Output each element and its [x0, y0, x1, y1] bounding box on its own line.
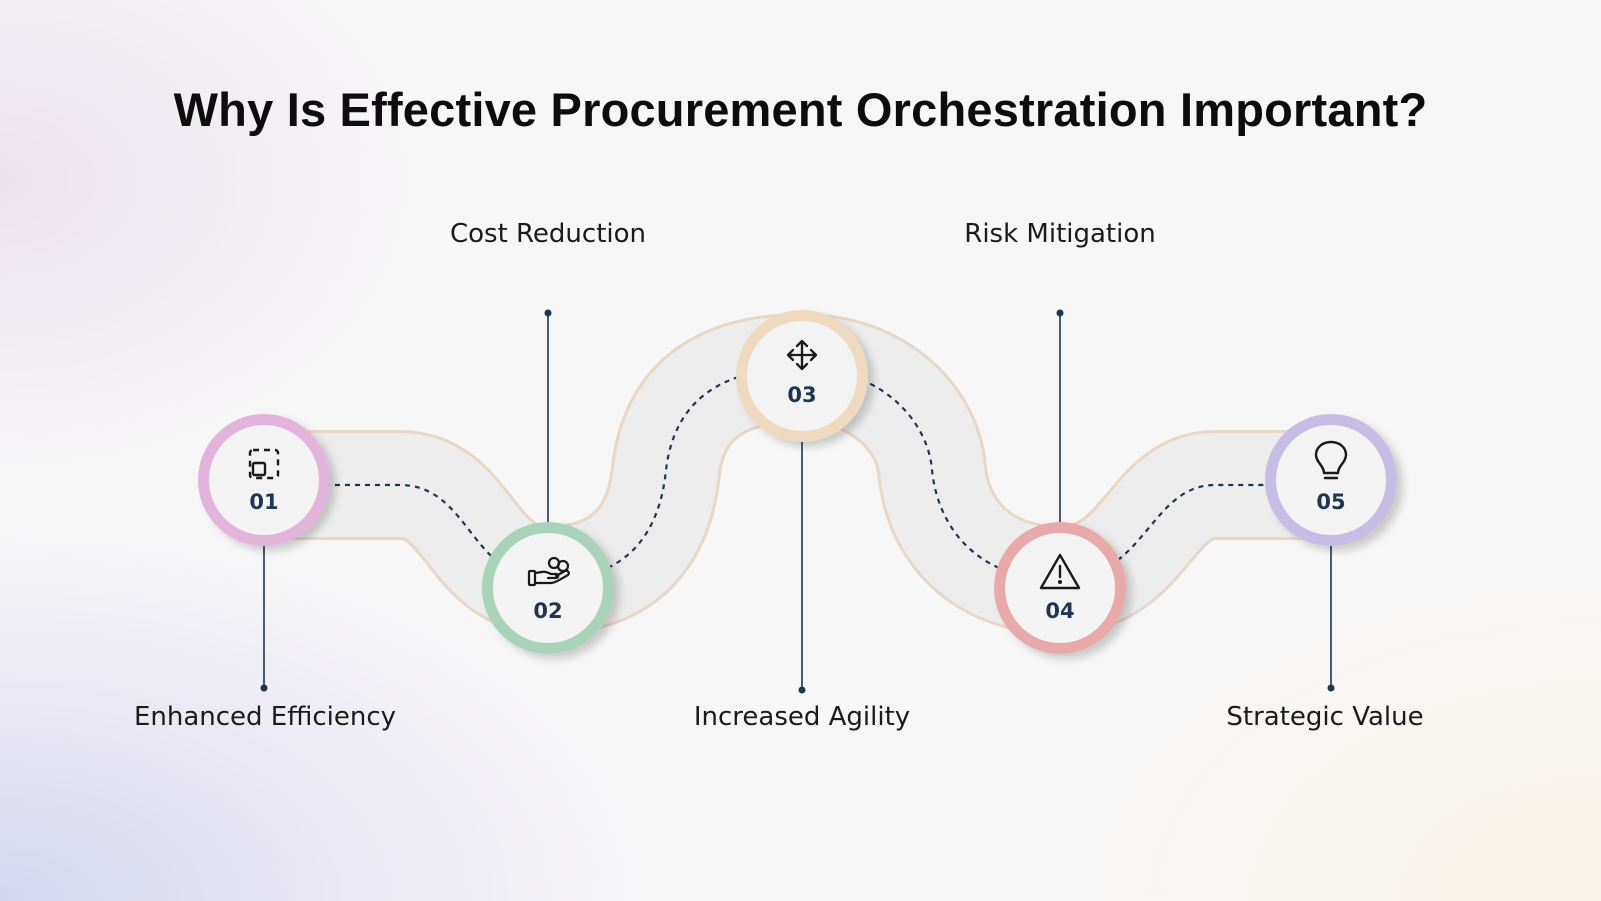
step-number-03: 03: [787, 383, 816, 407]
connector-03: [798, 417, 806, 694]
step-label-04: Risk Mitigation: [964, 219, 1156, 249]
step-face-02: [493, 533, 603, 643]
step-face-03: [747, 321, 857, 431]
step-face-01: [209, 425, 319, 535]
step-face-05: [1276, 425, 1386, 535]
step-number-02: 02: [533, 599, 562, 623]
four-way-arrows-icon: [786, 339, 818, 371]
hand-with-coins-icon: [527, 556, 570, 587]
step-node-05: [1265, 414, 1397, 546]
step-label-01: Enhanced Efficiency: [133, 702, 397, 732]
connector-02: [544, 309, 552, 542]
page-title: Why Is Effective Procurement Orchestrati…: [173, 83, 1428, 136]
connector-04: [1056, 309, 1064, 542]
connector-01: [260, 526, 268, 692]
step-label-02: Cost Reduction: [449, 219, 647, 249]
step-number-05: 05: [1316, 490, 1345, 514]
step-node-01: [198, 414, 330, 546]
step-number-01: 01: [249, 490, 278, 514]
warning-triangle-icon: [1039, 553, 1081, 590]
step-node-02: [482, 522, 614, 654]
step-label-05: Strategic Value: [1226, 702, 1424, 732]
step-number-04: 04: [1045, 599, 1074, 623]
step-node-03: [736, 310, 868, 442]
step-label-03: Increased Agility: [693, 702, 911, 732]
connector-05: [1327, 526, 1335, 692]
dashed-resize-square-icon: [248, 448, 280, 480]
lightbulb-icon: [1314, 440, 1348, 480]
